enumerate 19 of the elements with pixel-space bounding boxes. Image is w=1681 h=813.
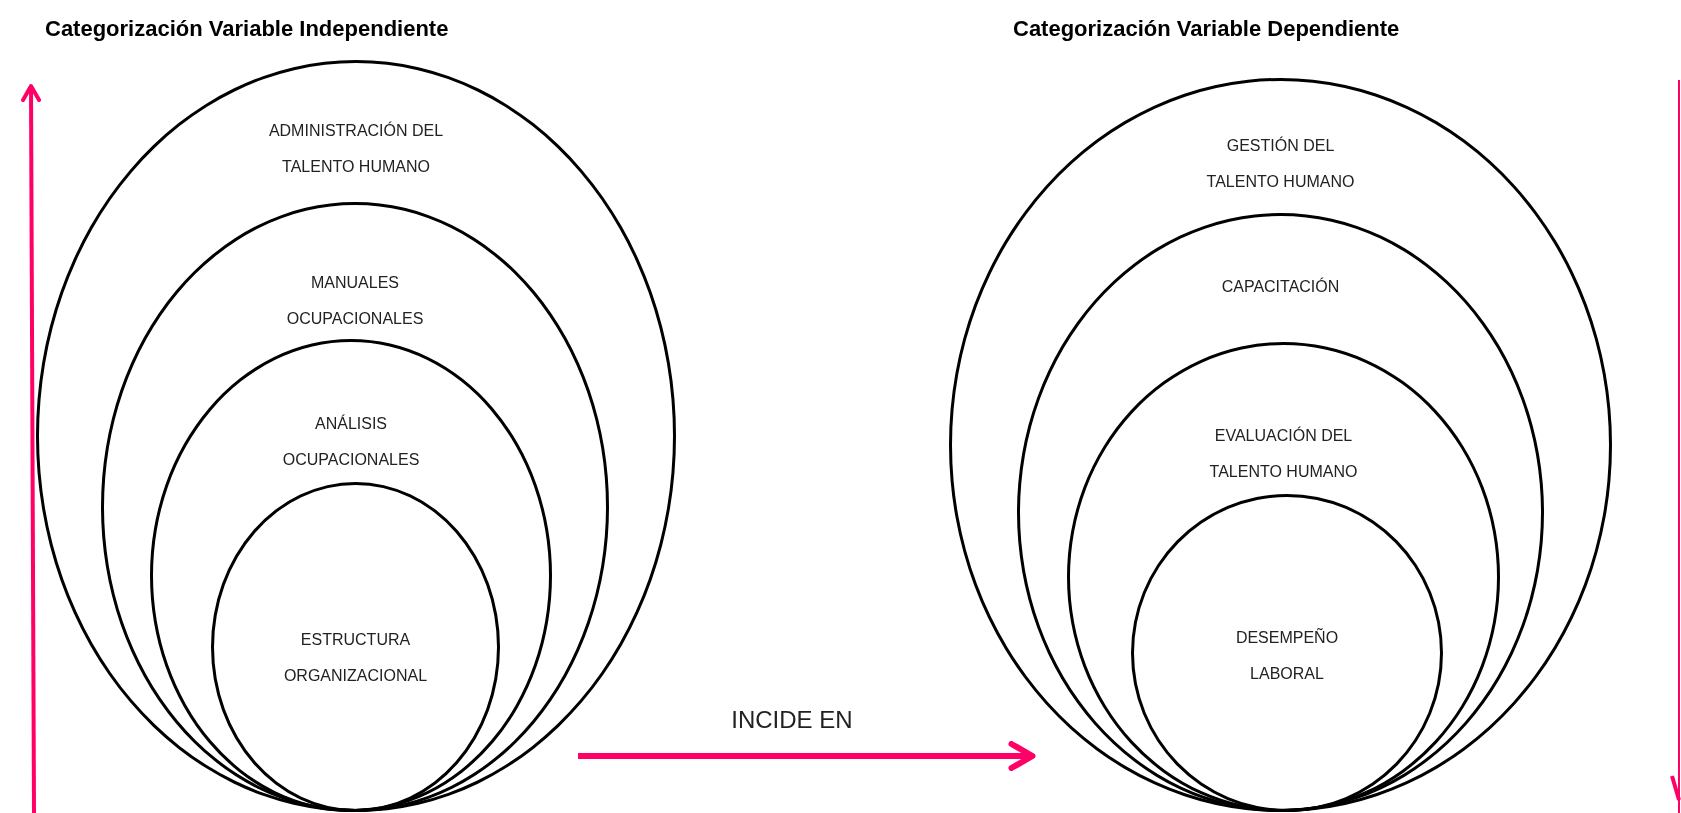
- category-label: GESTIÓN DEL TALENTO HUMANO: [1205, 135, 1356, 192]
- category-ellipse: [150, 339, 552, 812]
- section-heading: Categorización Variable Dependiente: [1013, 16, 1400, 42]
- category-ellipse: [101, 202, 609, 812]
- category-label: ADMINISTRACIÓN DEL TALENTO HUMANO: [267, 120, 445, 177]
- arrow: [578, 741, 1036, 771]
- category-label: MANUALES OCUPACIONALES: [285, 273, 425, 329]
- category-ellipse: [211, 482, 500, 812]
- category-label: EVALUACIÓN DEL TALENTO HUMANO: [1208, 425, 1359, 482]
- category-label: DESEMPEÑO LABORAL: [1234, 627, 1340, 684]
- category-ellipse: [1067, 342, 1500, 812]
- category-ellipse: [949, 78, 1612, 812]
- category-label: ANÁLISIS OCUPACIONALES: [281, 413, 421, 470]
- category-ellipse: [1131, 494, 1443, 812]
- section-heading: Categorización Variable Independiente: [45, 16, 449, 42]
- category-label: CAPACITACIÓN: [1220, 276, 1341, 297]
- category-ellipse: [36, 60, 676, 812]
- category-ellipse: [1017, 213, 1544, 812]
- category-label: ESTRUCTURA ORGANIZACIONAL: [282, 630, 429, 686]
